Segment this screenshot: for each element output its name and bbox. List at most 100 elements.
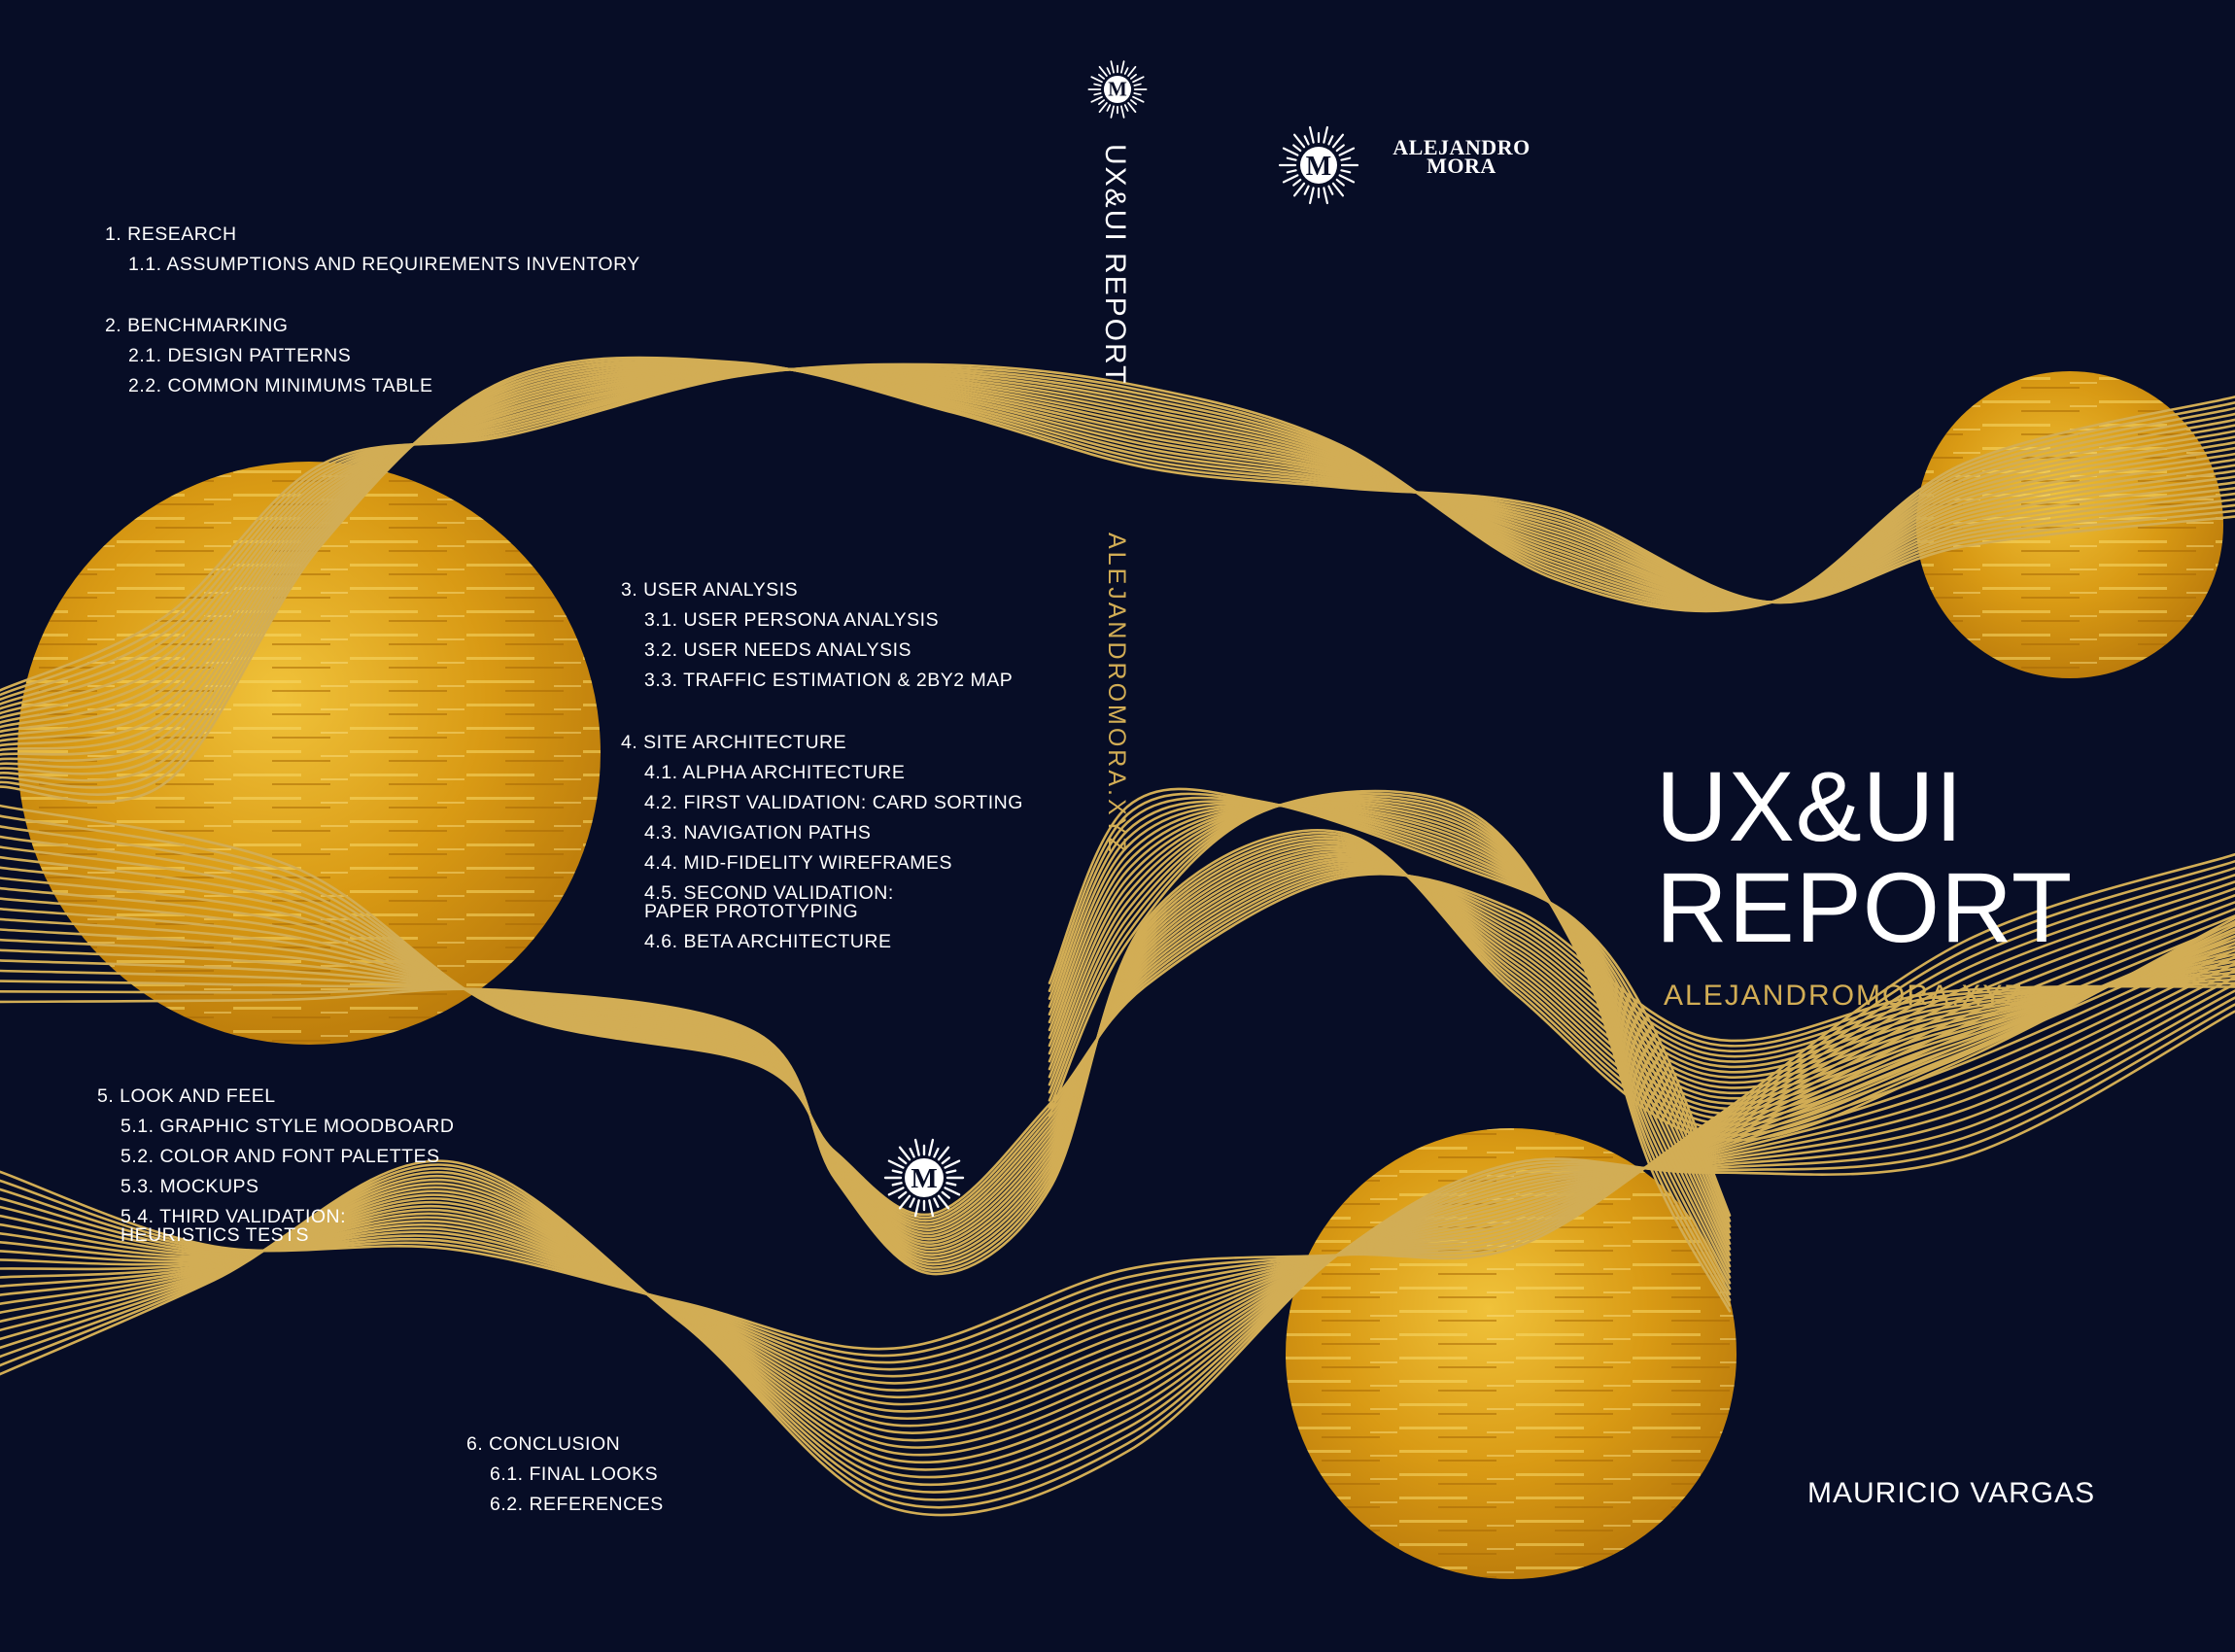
toc-item: 4.2. FIRST VALIDATION: CARD SORTING <box>644 792 1023 813</box>
toc-item: 2.1. DESIGN PATTERNS <box>128 345 352 366</box>
toc-item: 4.4. MID-FIDELITY WIREFRAMES <box>644 852 953 874</box>
logo-ray <box>1120 60 1125 74</box>
ribbon-line <box>0 887 2235 1385</box>
logo-ray <box>944 1159 961 1169</box>
logo-ray <box>909 1148 915 1158</box>
flowing-line-ribbons <box>0 356 2235 1517</box>
toc-section-user-analysis: 3. USER ANALYSIS 3.1. USER PERSONA ANALY… <box>621 575 1013 696</box>
logo-ray <box>1123 67 1129 75</box>
ribbon-line <box>0 921 2235 1421</box>
logo-ray <box>1292 182 1306 197</box>
spine-title: UX&UI REPORT <box>1099 144 1131 386</box>
ribbon-line <box>0 867 2235 1364</box>
toc-item: 4.1. ALPHA ARCHITECTURE <box>644 762 906 783</box>
logo-ray <box>1303 185 1310 195</box>
brand-name-line: ALEJANDRO <box>1393 135 1530 159</box>
ribbon-line <box>0 935 2235 1434</box>
logo-ray <box>1127 101 1137 114</box>
logo-ray <box>1331 182 1345 197</box>
logo-ray <box>891 1182 903 1187</box>
brand-name: ALEJANDRO MORA <box>1384 135 1539 177</box>
ribbon-line <box>1048 802 1732 1279</box>
logo-ray <box>898 1146 911 1161</box>
logo-ray <box>1292 178 1302 187</box>
ribbon-line <box>0 914 2235 1413</box>
toc-section-title: 1. RESEARCH <box>105 224 237 245</box>
ribbon-line <box>1048 804 1732 1256</box>
logo-letter: M <box>1108 80 1127 101</box>
logo-ray <box>941 1156 951 1165</box>
logo-ray <box>1129 73 1137 80</box>
author-name: MAURICIO VARGAS <box>1807 1477 2096 1509</box>
logo-ray <box>1327 185 1334 195</box>
ribbon-line <box>0 901 2235 1399</box>
toc-item: 5.4. THIRD VALIDATION: HEURISTICS TESTS <box>97 1202 454 1251</box>
ribbon-line <box>0 356 2235 804</box>
ribbon-line <box>0 874 2235 1371</box>
logo-ray <box>913 1199 920 1218</box>
logo-ray <box>913 1138 920 1156</box>
toc-section-research: 1. RESEARCH 1.1. ASSUMPTIONS AND REQUIRE… <box>105 220 640 280</box>
ribbon-line <box>0 1010 2235 1517</box>
logo-ray <box>1340 169 1352 174</box>
toc-item: 3.1. USER PERSONA ANALYSIS <box>644 609 940 631</box>
toc-section-site-architecture: 4. SITE ARCHITECTURE 4.1. ALPHA ARCHITEC… <box>621 728 1023 957</box>
toc-section-title: 2. BENCHMARKING <box>105 315 289 336</box>
logo-ray <box>937 1146 950 1161</box>
toc-item-line: PAPER PROTOTYPING <box>644 901 859 922</box>
front-url: ALEJANDROMORA.XYZ <box>1664 980 2024 1012</box>
logo-ray <box>1308 187 1315 205</box>
ribbon-line <box>1048 792 1732 1222</box>
ribbon-line <box>0 853 2235 1351</box>
logo-ray <box>1098 65 1108 78</box>
logo-ray <box>1106 104 1112 112</box>
toc-section-title: 3. USER ANALYSIS <box>621 579 799 601</box>
logo-ray <box>887 1187 905 1196</box>
ribbon-line <box>1048 796 1732 1296</box>
logo-ray <box>1127 65 1137 78</box>
m-starburst-logo-icon: M <box>1278 125 1359 205</box>
ribbon-line <box>1048 796 1732 1228</box>
ribbon-line <box>1048 792 1732 1307</box>
logo-ray <box>909 1197 915 1208</box>
toc-section-title: 4. SITE ARCHITECTURE <box>621 732 847 753</box>
toc-item: 4.3. NAVIGATION PATHS <box>644 822 872 843</box>
toc-item: 3.3. TRAFFIC ESTIMATION & 2BY2 MAP <box>644 670 1014 691</box>
toc-item: 3.2. USER NEEDS ANALYSIS <box>644 639 911 661</box>
front-title-line: UX&UI <box>1656 751 1964 862</box>
logo-ray <box>1110 105 1115 119</box>
logo-ray <box>1132 95 1145 103</box>
toc-item: 4.6. BETA ARCHITECTURE <box>644 931 892 952</box>
logo-ray <box>1110 60 1115 74</box>
ribbon-line <box>1048 800 1732 1234</box>
ribbon-line <box>0 860 2235 1358</box>
ribbon-line <box>0 955 2235 1457</box>
logo-ray <box>898 1194 911 1210</box>
ribbon-line <box>0 880 2235 1378</box>
logo-ray <box>1323 125 1329 144</box>
logo-ray <box>944 1187 961 1196</box>
logo-ray <box>1123 104 1129 112</box>
logo-ray <box>933 1197 940 1208</box>
toc-item-line: 4.5. SECOND VALIDATION: <box>644 882 894 904</box>
logo-ray <box>1120 105 1125 119</box>
logo-ray <box>1093 92 1102 96</box>
ribbon-line <box>1048 803 1732 1245</box>
ribbon-line <box>0 969 2235 1471</box>
logo-ray <box>941 1190 951 1199</box>
toc-item: 1.1. ASSUMPTIONS AND REQUIREMENTS INVENT… <box>128 254 640 275</box>
logo-ray <box>1093 83 1102 86</box>
logo-ray <box>1098 99 1106 106</box>
logo-ray <box>1106 67 1112 75</box>
toc-section-look-and-feel: 5. LOOK AND FEEL 5.1. GRAPHIC STYLE MOOD… <box>97 1082 454 1251</box>
ribbon-line <box>0 996 2235 1501</box>
ribbon-line <box>0 894 2235 1392</box>
logo-ray <box>897 1190 908 1199</box>
front-title: UX&UI REPORT <box>1656 756 2142 958</box>
logo-ray <box>891 1169 903 1174</box>
logo-ray <box>1282 174 1299 184</box>
toc-item: 2.2. COMMON MINIMUMS TABLE <box>128 375 433 396</box>
logo-ray <box>1338 147 1356 156</box>
